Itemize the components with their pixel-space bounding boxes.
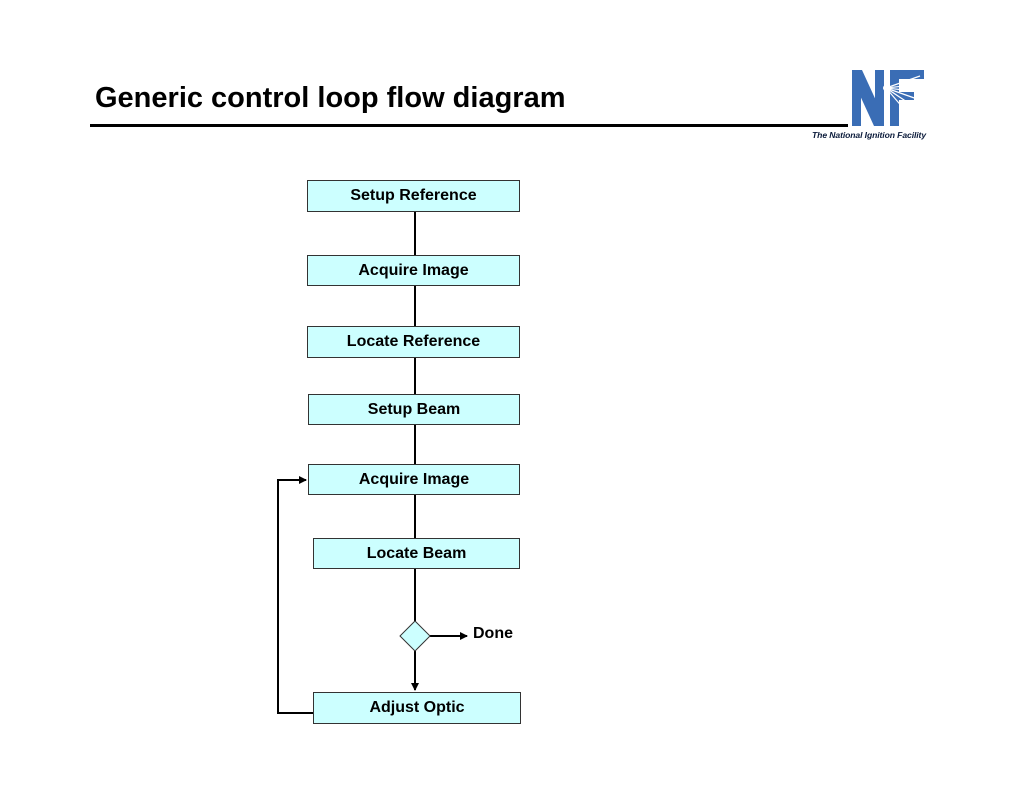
done-label: Done — [473, 625, 513, 642]
step-setup-reference: Setup Reference — [307, 180, 520, 212]
step-locate-reference: Locate Reference — [307, 326, 520, 358]
slide-title: Generic control loop flow diagram — [95, 82, 566, 114]
step-acquire-image-beam: Acquire Image — [308, 464, 520, 495]
logo-tagline: The National Ignition Facility — [812, 130, 926, 140]
step-acquire-image-reference: Acquire Image — [307, 255, 520, 286]
step-setup-beam: Setup Beam — [308, 394, 520, 425]
step-adjust-optic: Adjust Optic — [313, 692, 521, 724]
step-locate-beam: Locate Beam — [313, 538, 520, 569]
decision-diamond — [399, 620, 431, 652]
title-underline — [90, 124, 848, 127]
feedback-loop-arrow — [277, 476, 313, 714]
nif-logo — [852, 70, 924, 126]
